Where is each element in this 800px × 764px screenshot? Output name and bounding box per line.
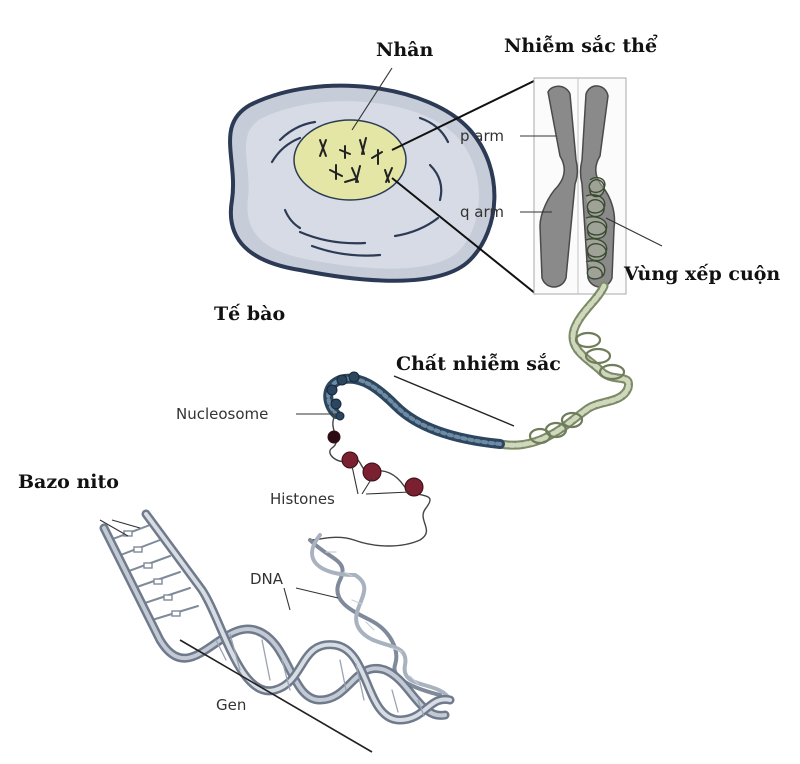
histone (362, 462, 382, 482)
bases-leaders (99, 519, 141, 537)
endoplasmic-reticulum (270, 116, 450, 257)
chromatin-label: Chất nhiễm sắc (396, 353, 561, 375)
histone (341, 451, 359, 469)
coiled-region-label: Vùng xếp cuộn (623, 263, 780, 285)
dna-helix-right (308, 533, 452, 702)
nucleosome-label: Nucleosome (176, 405, 268, 423)
cell-label: Tế bào (214, 303, 285, 325)
chromatin-bracket (393, 375, 515, 427)
nucleus-leader (351, 67, 393, 131)
q-arm-label: q arm (460, 203, 504, 221)
zoom-line-top (391, 79, 537, 151)
chromatid-left (539, 85, 579, 288)
histone-leaders (351, 465, 411, 495)
linker-dna (309, 413, 431, 547)
coiled-region (585, 176, 608, 280)
chromatin-beads (323, 371, 505, 449)
chromatin-fiber (495, 281, 633, 450)
gene-bracket (179, 639, 373, 753)
gene-label: Gen (216, 696, 246, 714)
zoom-line-bottom (391, 177, 537, 295)
p-arm-label: p arm (460, 127, 504, 145)
cell (228, 83, 497, 283)
nucleus (293, 119, 407, 201)
dna-helix-main (99, 509, 455, 725)
chromosome-panel (520, 77, 663, 295)
histones-label: Histones (270, 490, 335, 508)
histone (327, 430, 341, 444)
histones (327, 430, 424, 497)
chromosome-label: Nhiễm sắc thể (504, 33, 658, 57)
dna-label: DNA (250, 570, 284, 588)
bases-label: Bazo nito (18, 471, 119, 493)
nucleus-label: Nhân (376, 39, 433, 61)
dna-leaders (283, 587, 339, 611)
chromatid-right (579, 85, 616, 288)
histone (404, 477, 424, 497)
chromosomes-in-nucleus (319, 137, 393, 183)
